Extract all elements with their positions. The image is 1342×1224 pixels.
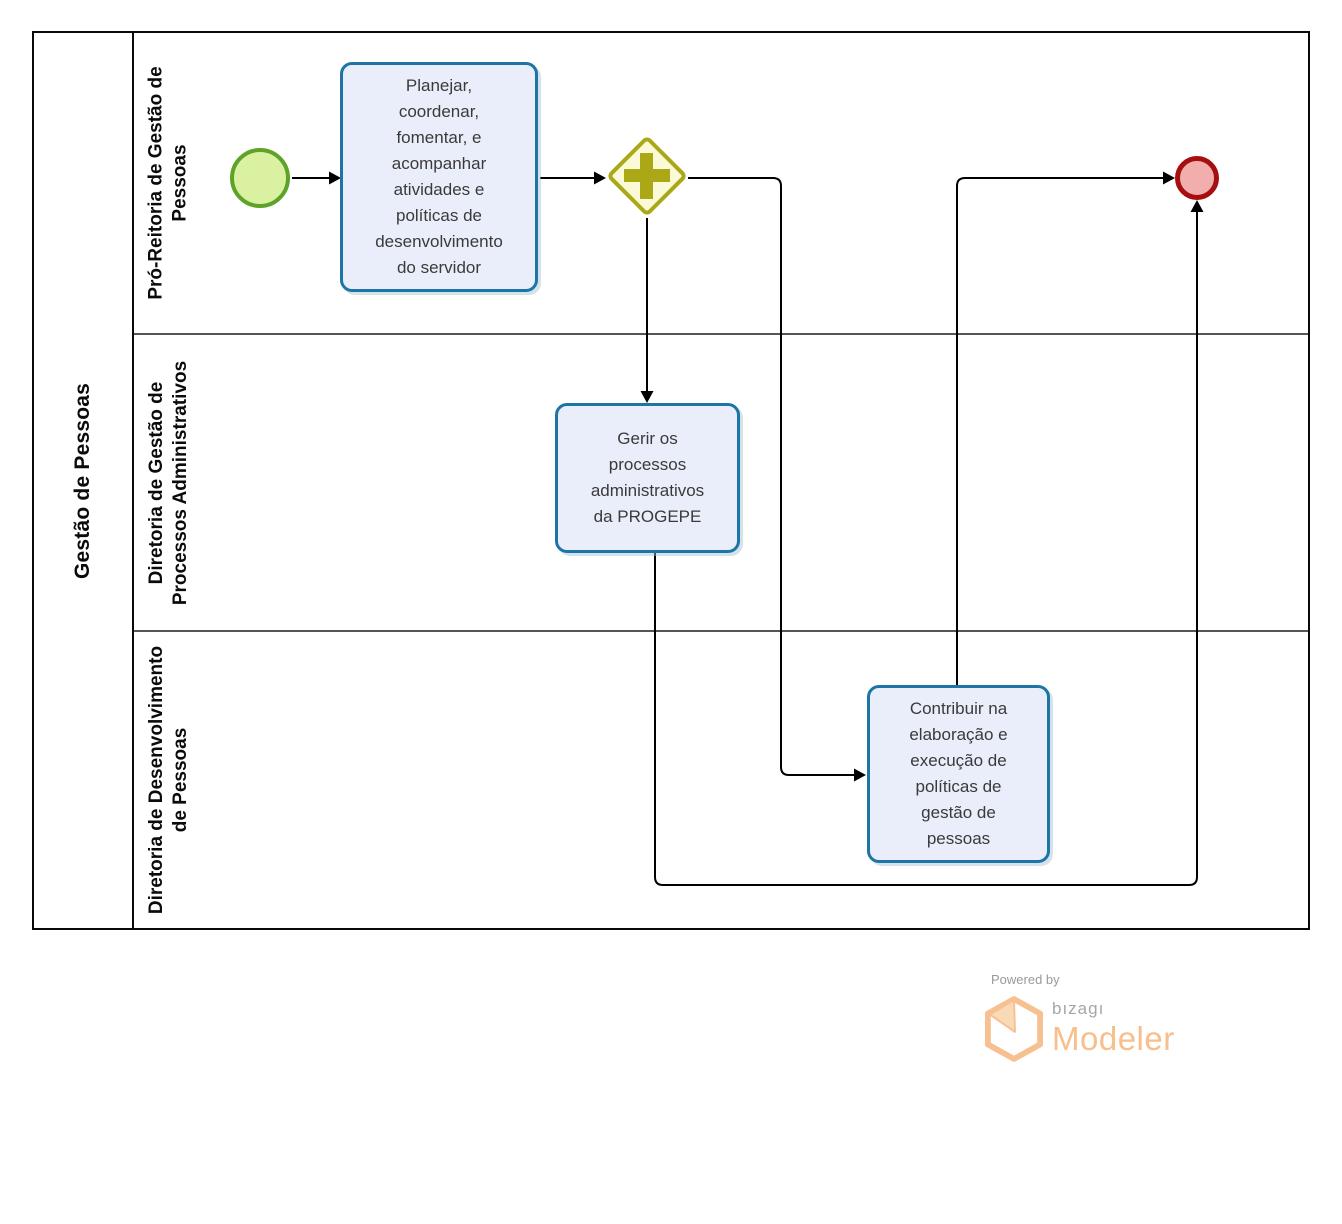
- end-event[interactable]: [1175, 156, 1219, 200]
- bizagi-wordmark: bızagı: [1052, 999, 1105, 1018]
- task-label: Gerir os processos administrativos da PR…: [590, 429, 705, 526]
- start-event[interactable]: [230, 148, 290, 208]
- plus-icon: [640, 153, 653, 199]
- pool-header: Gestão de Pessoas: [34, 33, 134, 928]
- task-label: Planejar, coordenar, fomentar, e acompan…: [375, 76, 503, 277]
- bizagi-hexagon-icon: [985, 996, 1043, 1062]
- powered-by-label: Powered by: [991, 972, 1060, 987]
- bizagi-branding: Powered by bızagı Modeler: [985, 972, 1255, 1062]
- task-contribuir-politicas[interactable]: Contribuir na elaboração e execução de p…: [867, 685, 1050, 863]
- task-planejar-coordenar[interactable]: Planejar, coordenar, fomentar, e acompan…: [340, 62, 538, 292]
- task-label: Contribuir na elaboração e execução de p…: [909, 699, 1008, 848]
- task-gerir-processos[interactable]: Gerir os processos administrativos da PR…: [555, 403, 740, 553]
- modeler-wordmark: Modeler: [1052, 1020, 1175, 1057]
